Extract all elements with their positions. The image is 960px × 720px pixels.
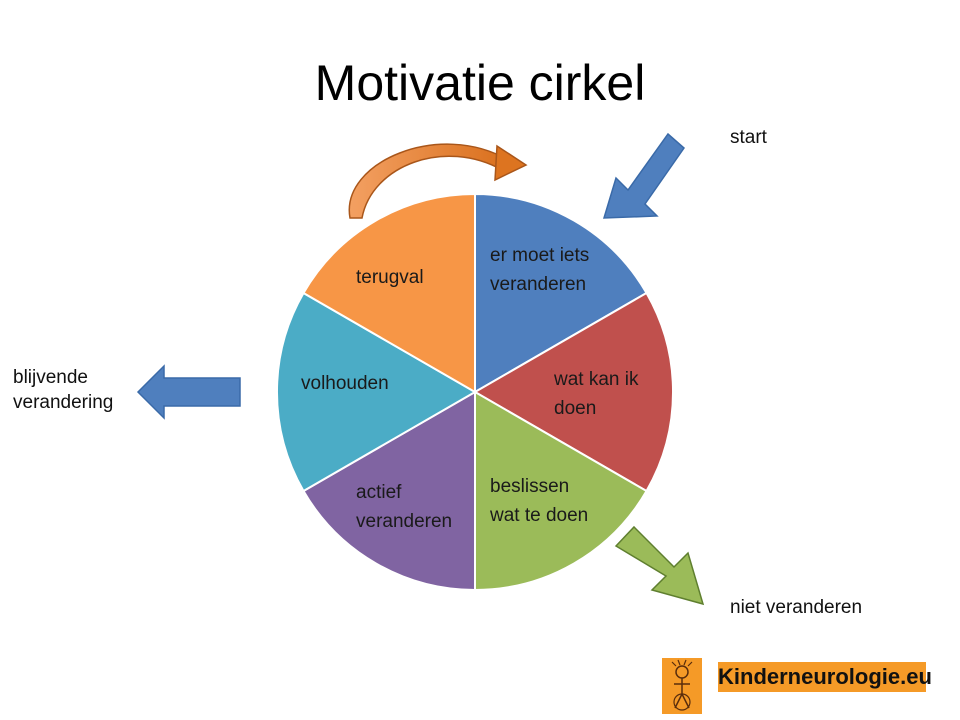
label-line: verandering [13, 391, 114, 413]
segment-label-line: volhouden [301, 373, 389, 394]
logo: Kinderneurologie.eu [662, 658, 932, 714]
segment-label-line: beslissen [490, 476, 569, 497]
start-arrow-icon [602, 132, 685, 219]
segment-terugval [302, 192, 476, 394]
segment-volhouden [275, 291, 478, 493]
segment-label-line: terugval [356, 267, 424, 288]
segment-label-line: veranderen [490, 274, 586, 295]
blijvende-verandering-label: blijvende verandering [13, 366, 113, 415]
segment-label-line: wat kan ik [553, 369, 639, 390]
segment-beslissen-wat-te-doen [474, 390, 648, 592]
logo-text: Kinderneurologie.eu [718, 662, 932, 692]
segment-label-line: veranderen [356, 511, 452, 532]
segment-label-line: doen [554, 398, 596, 419]
segment-labels: er moet iets veranderen wat kan ik doen … [301, 245, 639, 532]
segment-actief-veranderen [302, 390, 476, 592]
cycle-pie [275, 192, 675, 592]
start-label: start [730, 127, 767, 148]
relapse-curved-arrow-icon [348, 143, 528, 219]
exit-success-arrow-icon [136, 364, 241, 420]
segment-er-moet-iets-veranderen [474, 192, 648, 394]
logo-figure-icon [662, 658, 702, 714]
niet-veranderen-label: niet veranderen [730, 597, 863, 618]
segment-wat-kan-ik-doen [472, 291, 675, 493]
page-title: Motivatie cirkel [314, 55, 646, 111]
segment-label-line: wat te doen [489, 505, 588, 526]
label-line: blijvende [13, 367, 88, 388]
segment-label-line: actief [356, 482, 402, 503]
exit-fail-arrow-icon [614, 525, 705, 606]
segment-label-line: er moet iets [490, 245, 589, 266]
